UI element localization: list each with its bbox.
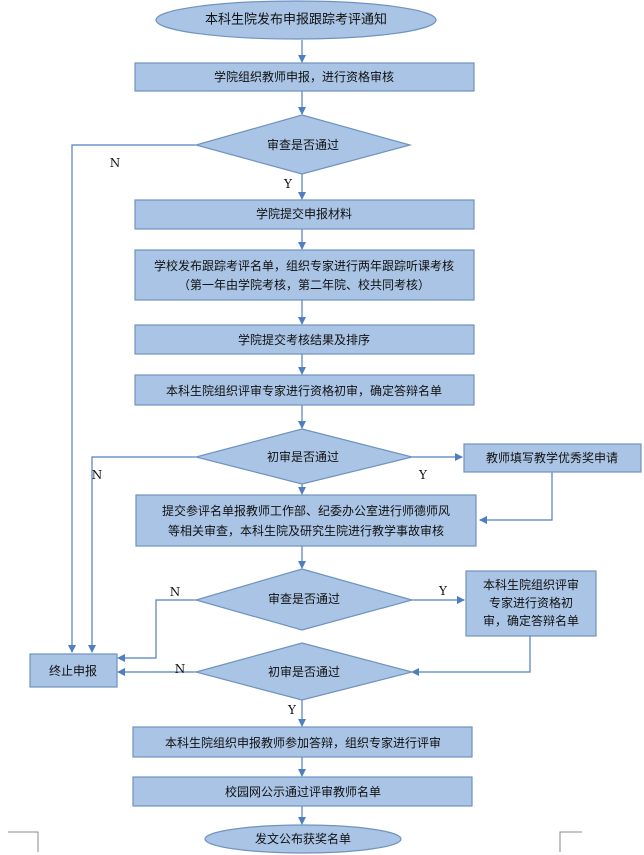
start-terminator <box>155 0 437 40</box>
stop-label: 终止申报 <box>49 663 97 678</box>
end-terminator <box>204 824 402 854</box>
dec4-no-label: N <box>175 662 186 676</box>
end-label: 发文公布获奖名单 <box>255 831 351 846</box>
dec2-yes-label: Y <box>418 468 428 482</box>
dec3-diamond <box>193 568 415 631</box>
step8-box <box>132 776 473 807</box>
connectors <box>68 40 553 825</box>
arrow-dec1-no <box>68 144 196 653</box>
step4-box <box>134 324 475 355</box>
step1-box <box>134 62 475 92</box>
stop-box <box>29 653 118 688</box>
dec1-no-label: N <box>110 156 121 170</box>
arrow-dec2-no <box>88 456 196 653</box>
step2-box <box>134 199 475 230</box>
side2-label-line2: 专家进行资格初 <box>489 595 573 610</box>
step2-label: 学院提交申报材料 <box>256 206 352 221</box>
dec1-yes-label: Y <box>283 177 293 191</box>
dec4-yes-label: Y <box>287 703 297 717</box>
arrow-side2-to-dec4 <box>411 636 531 676</box>
arrow-side1-to-step6 <box>479 472 553 524</box>
step3-box <box>134 249 475 301</box>
arrow-dec3-no <box>117 599 196 662</box>
step7-label: 本科生院组织申报教师参加答辩，组织专家进行评审 <box>165 735 441 750</box>
side1-label: 教师填写教学优秀奖申请 <box>486 450 618 465</box>
step5-label: 本科生院组织评审专家进行资格初审，确定答辩名单 <box>166 383 442 398</box>
side2-label-line1: 本科生院组织评审 <box>483 577 579 592</box>
dec4-diamond <box>193 642 415 701</box>
start-label: 本科生院发布申报跟踪考评通知 <box>205 12 387 28</box>
step1-label: 学院组织教师申报，进行资格审核 <box>214 69 394 84</box>
step8-label: 校园网公示通过评审教师名单 <box>225 784 381 799</box>
step7-box <box>132 726 473 758</box>
dec3-label: 审查是否通过 <box>268 591 340 606</box>
step5-box <box>134 374 475 406</box>
page-corner-mark-right <box>559 831 582 852</box>
side2-label-line3: 审，确定答辩名单 <box>483 613 579 628</box>
step6-label-line1: 提交参评名单报教师工作部、纪委办公室进行师德师风 <box>162 503 450 518</box>
dec4-label: 初审是否通过 <box>268 664 340 679</box>
dec2-diamond <box>193 428 413 485</box>
step3-label-line2: （第一年由学院考核，第二年院、校共同考核） <box>178 277 430 292</box>
page-corner-mark-left <box>8 831 39 852</box>
side1-box <box>463 443 642 473</box>
dec2-label: 初审是否通过 <box>267 449 339 464</box>
dec3-no-label: N <box>170 585 181 599</box>
step4-label: 学院提交考核结果及排序 <box>238 332 370 347</box>
side2-box <box>465 570 597 637</box>
dec1-diamond <box>193 114 413 175</box>
dec1-label: 审查是否通过 <box>267 137 339 152</box>
step3-label-line1: 学校发布跟踪考评名单，组织专家进行两年跟踪听课考核 <box>154 258 454 273</box>
dec2-no-label: N <box>92 468 103 482</box>
shapes <box>29 0 642 854</box>
dec3-yes-label: Y <box>438 584 448 598</box>
step6-box <box>135 494 477 547</box>
step6-label-line2: 等相关审查，本科生院及研究生院进行教学事故审核 <box>168 523 444 538</box>
